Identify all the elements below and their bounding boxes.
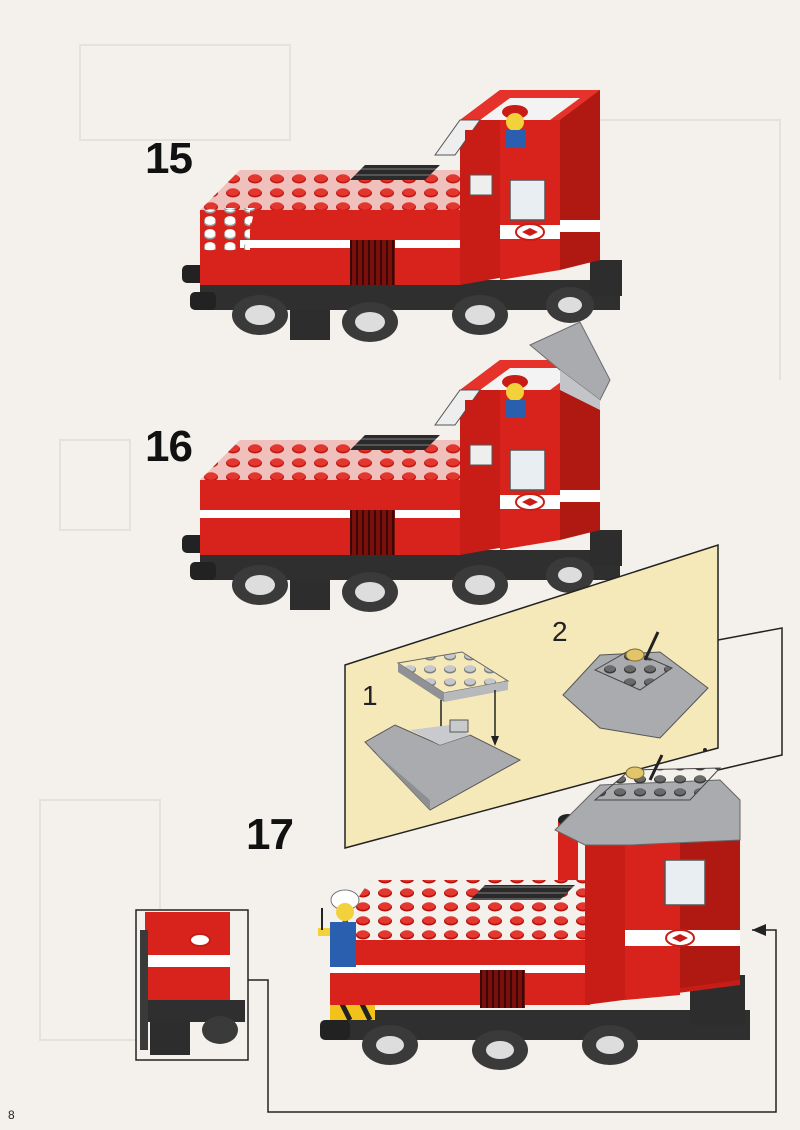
page-number: 8: [8, 1108, 15, 1122]
detail-inset: [135, 909, 249, 1061]
callout-panel: [344, 543, 719, 849]
step-number-15: 15: [145, 134, 193, 183]
roof-with-figure-icon: [562, 631, 709, 739]
locomotive-icon-step-17: [318, 754, 750, 1070]
callout-connector: [717, 627, 783, 771]
step-number-16: 16: [145, 422, 193, 471]
step-number-17: 17: [246, 810, 294, 859]
arrow-icon: [752, 924, 766, 936]
roof-assembly-icon: [364, 651, 522, 811]
inset-connector: [248, 929, 777, 1113]
substep-number-1: 1: [362, 680, 378, 711]
locomotive-icon-step-15: [181, 89, 623, 343]
substep-number-2: 2: [552, 616, 568, 647]
locomotive-icon-step-16: [181, 321, 623, 613]
minifigure-icon: [318, 889, 360, 967]
